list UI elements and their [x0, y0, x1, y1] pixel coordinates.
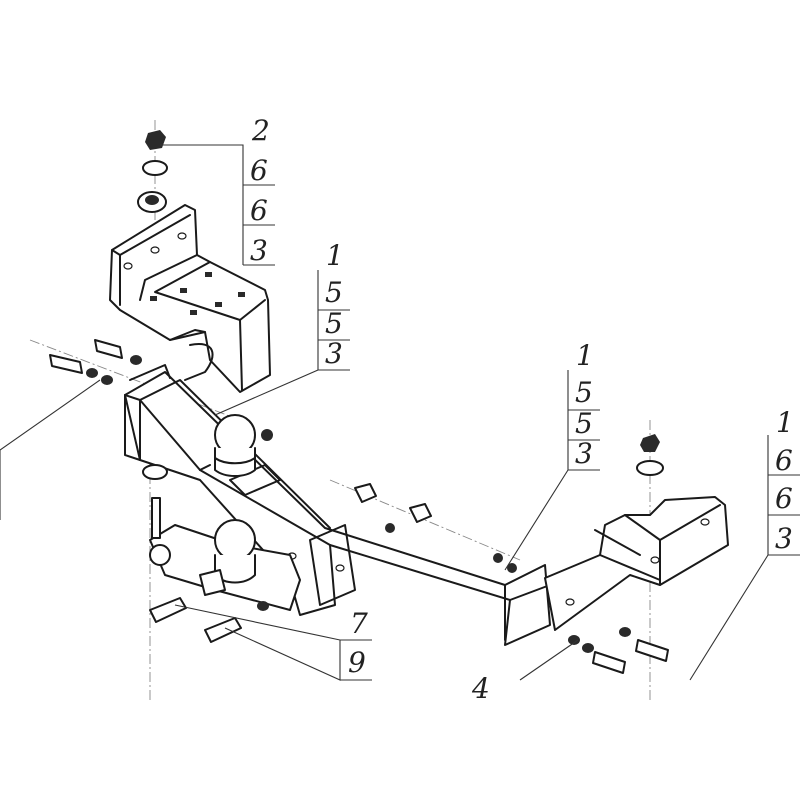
callout-label: 3 — [250, 234, 268, 267]
nut-top-icon — [145, 130, 166, 150]
callout-label: 3 — [325, 337, 343, 370]
callout-left-beam: 1 5 5 3 — [325, 239, 344, 370]
callout-bottom: 4 — [471, 672, 490, 705]
tow-ball-lower — [149, 497, 301, 611]
callout-label: 6 — [250, 154, 268, 187]
callout-label: 2 — [251, 114, 270, 147]
crossbar-beam — [124, 364, 551, 646]
callout-label: 1 — [776, 406, 794, 439]
callout-label: 3 — [775, 522, 793, 555]
tow-ball-upper — [214, 414, 256, 477]
left-mounting-bracket — [109, 204, 271, 393]
right-mounting-bracket — [544, 496, 729, 631]
leader-lines — [0, 144, 800, 681]
callout-label: 9 — [348, 646, 366, 679]
callout-label: 6 — [250, 194, 268, 227]
callout-ball-bolts: 7 9 — [348, 607, 368, 679]
callout-label: 5 — [575, 376, 593, 409]
callout-label: 7 — [350, 607, 368, 640]
callout-label: 5 — [575, 407, 593, 440]
callout-label: 5 — [325, 276, 343, 309]
callout-label: 4 — [471, 672, 490, 705]
nut-right-icon — [640, 434, 660, 452]
callout-right-bracket: 1 6 6 3 — [775, 406, 794, 555]
callout-top-bracket: 2 6 6 3 — [250, 114, 270, 267]
callout-label: 5 — [325, 307, 343, 340]
callout-label: 1 — [326, 239, 344, 272]
callout-right-beam: 1 5 5 3 — [575, 339, 594, 470]
callout-label: 6 — [775, 482, 793, 515]
callout-label: 6 — [775, 444, 793, 477]
callout-label: 3 — [575, 437, 593, 470]
callout-label: 1 — [576, 339, 594, 372]
